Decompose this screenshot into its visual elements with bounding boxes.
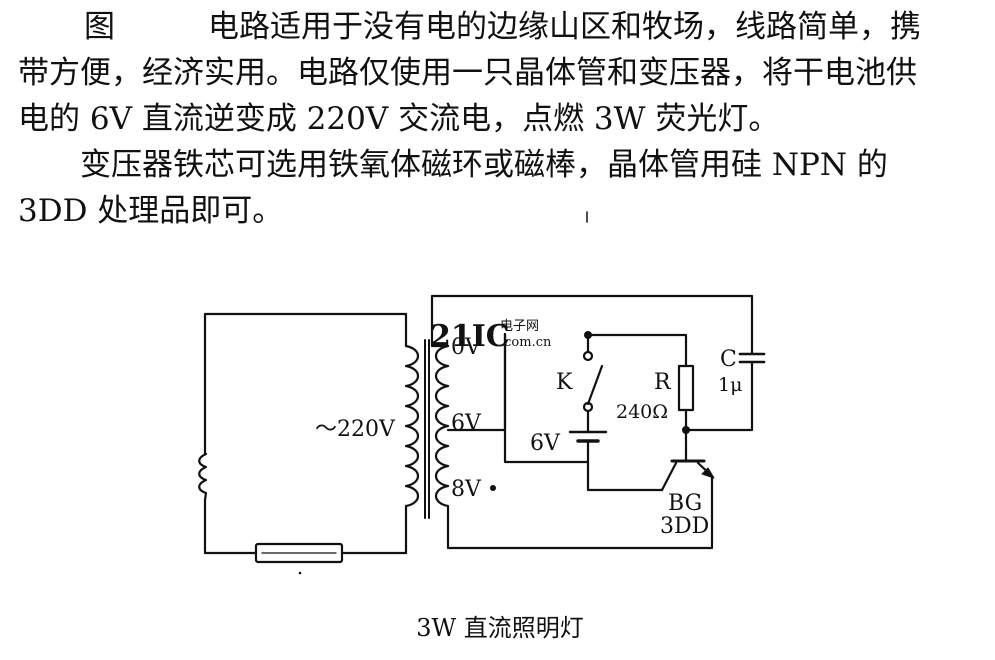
- figure-caption: 3W 直流照明灯: [416, 614, 584, 642]
- transistor-emitter-arrow: [701, 467, 715, 479]
- paragraph-1-line-3: 电的 6V 直流逆变成 220V 交流电，点燃 3W 荧光灯。: [18, 101, 780, 137]
- label-capacitor-value: 1μ: [718, 374, 742, 396]
- label-tap-0v: 0V: [451, 335, 482, 360]
- wire-supply-top: [586, 333, 688, 368]
- paragraph-2-line-2: 3DD 处理品即可。: [18, 193, 284, 229]
- terminal-dot-8v: [490, 485, 496, 491]
- label-transistor-model: 3DD: [660, 514, 709, 539]
- switch-lever: [586, 364, 604, 406]
- label-transistor-bg: BG: [668, 491, 702, 516]
- label-switch-k: K: [556, 370, 573, 395]
- junction-dot-supply: [584, 331, 592, 339]
- resistor-r: [677, 364, 695, 412]
- wire-battery-to-base: [586, 439, 664, 492]
- watermark-logo: 21IC: [430, 319, 510, 354]
- watermark-small-text: 电子网: [500, 319, 539, 334]
- label-capacitor-c: C: [720, 347, 737, 372]
- wire-primary-top: [203, 312, 408, 456]
- label-ac-voltage: ～220V: [315, 417, 396, 442]
- body-text: 图 电路适用于没有电的边缘山区和牧场，线路简单，携 带方便，经济实用。电路仅使用一…: [18, 4, 978, 234]
- ballast-inductor: [198, 452, 208, 502]
- print-speck: [298, 571, 302, 575]
- paragraph-1-line-2: 带方便，经济实用。电路仅使用一只晶体管和变压器，将干电池供: [18, 55, 917, 91]
- label-battery-6v: 6V: [530, 431, 561, 456]
- fluorescent-lamp: [254, 542, 344, 564]
- switch-contact-top: [582, 350, 594, 362]
- transistor-base-lead: [660, 461, 678, 492]
- wire-bottom-to-emitter: [446, 474, 714, 550]
- paragraph-2-line-1: 变压器铁芯可选用铁氧体磁环或磁棒，晶体管用硅 NPN 的: [80, 147, 888, 183]
- secondary-winding: [434, 344, 450, 522]
- label-resistor-r: R: [654, 370, 672, 395]
- paragraph-1-line-1: 图 电路适用于没有电的边缘山区和牧场，线路简单，携: [18, 4, 978, 50]
- figure-reference: 图: [84, 9, 115, 45]
- wire-6v-tap-down: [503, 332, 590, 464]
- junction-dot-collector: [682, 426, 690, 434]
- primary-winding: [404, 344, 420, 522]
- paragraph-1-line-1-text: 电路适用于没有电的边缘山区和牧场，线路简单，携: [208, 9, 921, 45]
- label-tap-8v: 8V: [451, 477, 482, 502]
- label-tap-6v: 6V: [451, 411, 482, 436]
- label-resistor-value: 240Ω: [616, 401, 668, 423]
- wire-primary-bottom: [203, 498, 258, 555]
- wire-top-to-capacitor: [430, 294, 754, 356]
- wire-capacitor-to-node: [684, 360, 754, 432]
- watermark-domain: .com.cn: [500, 335, 552, 350]
